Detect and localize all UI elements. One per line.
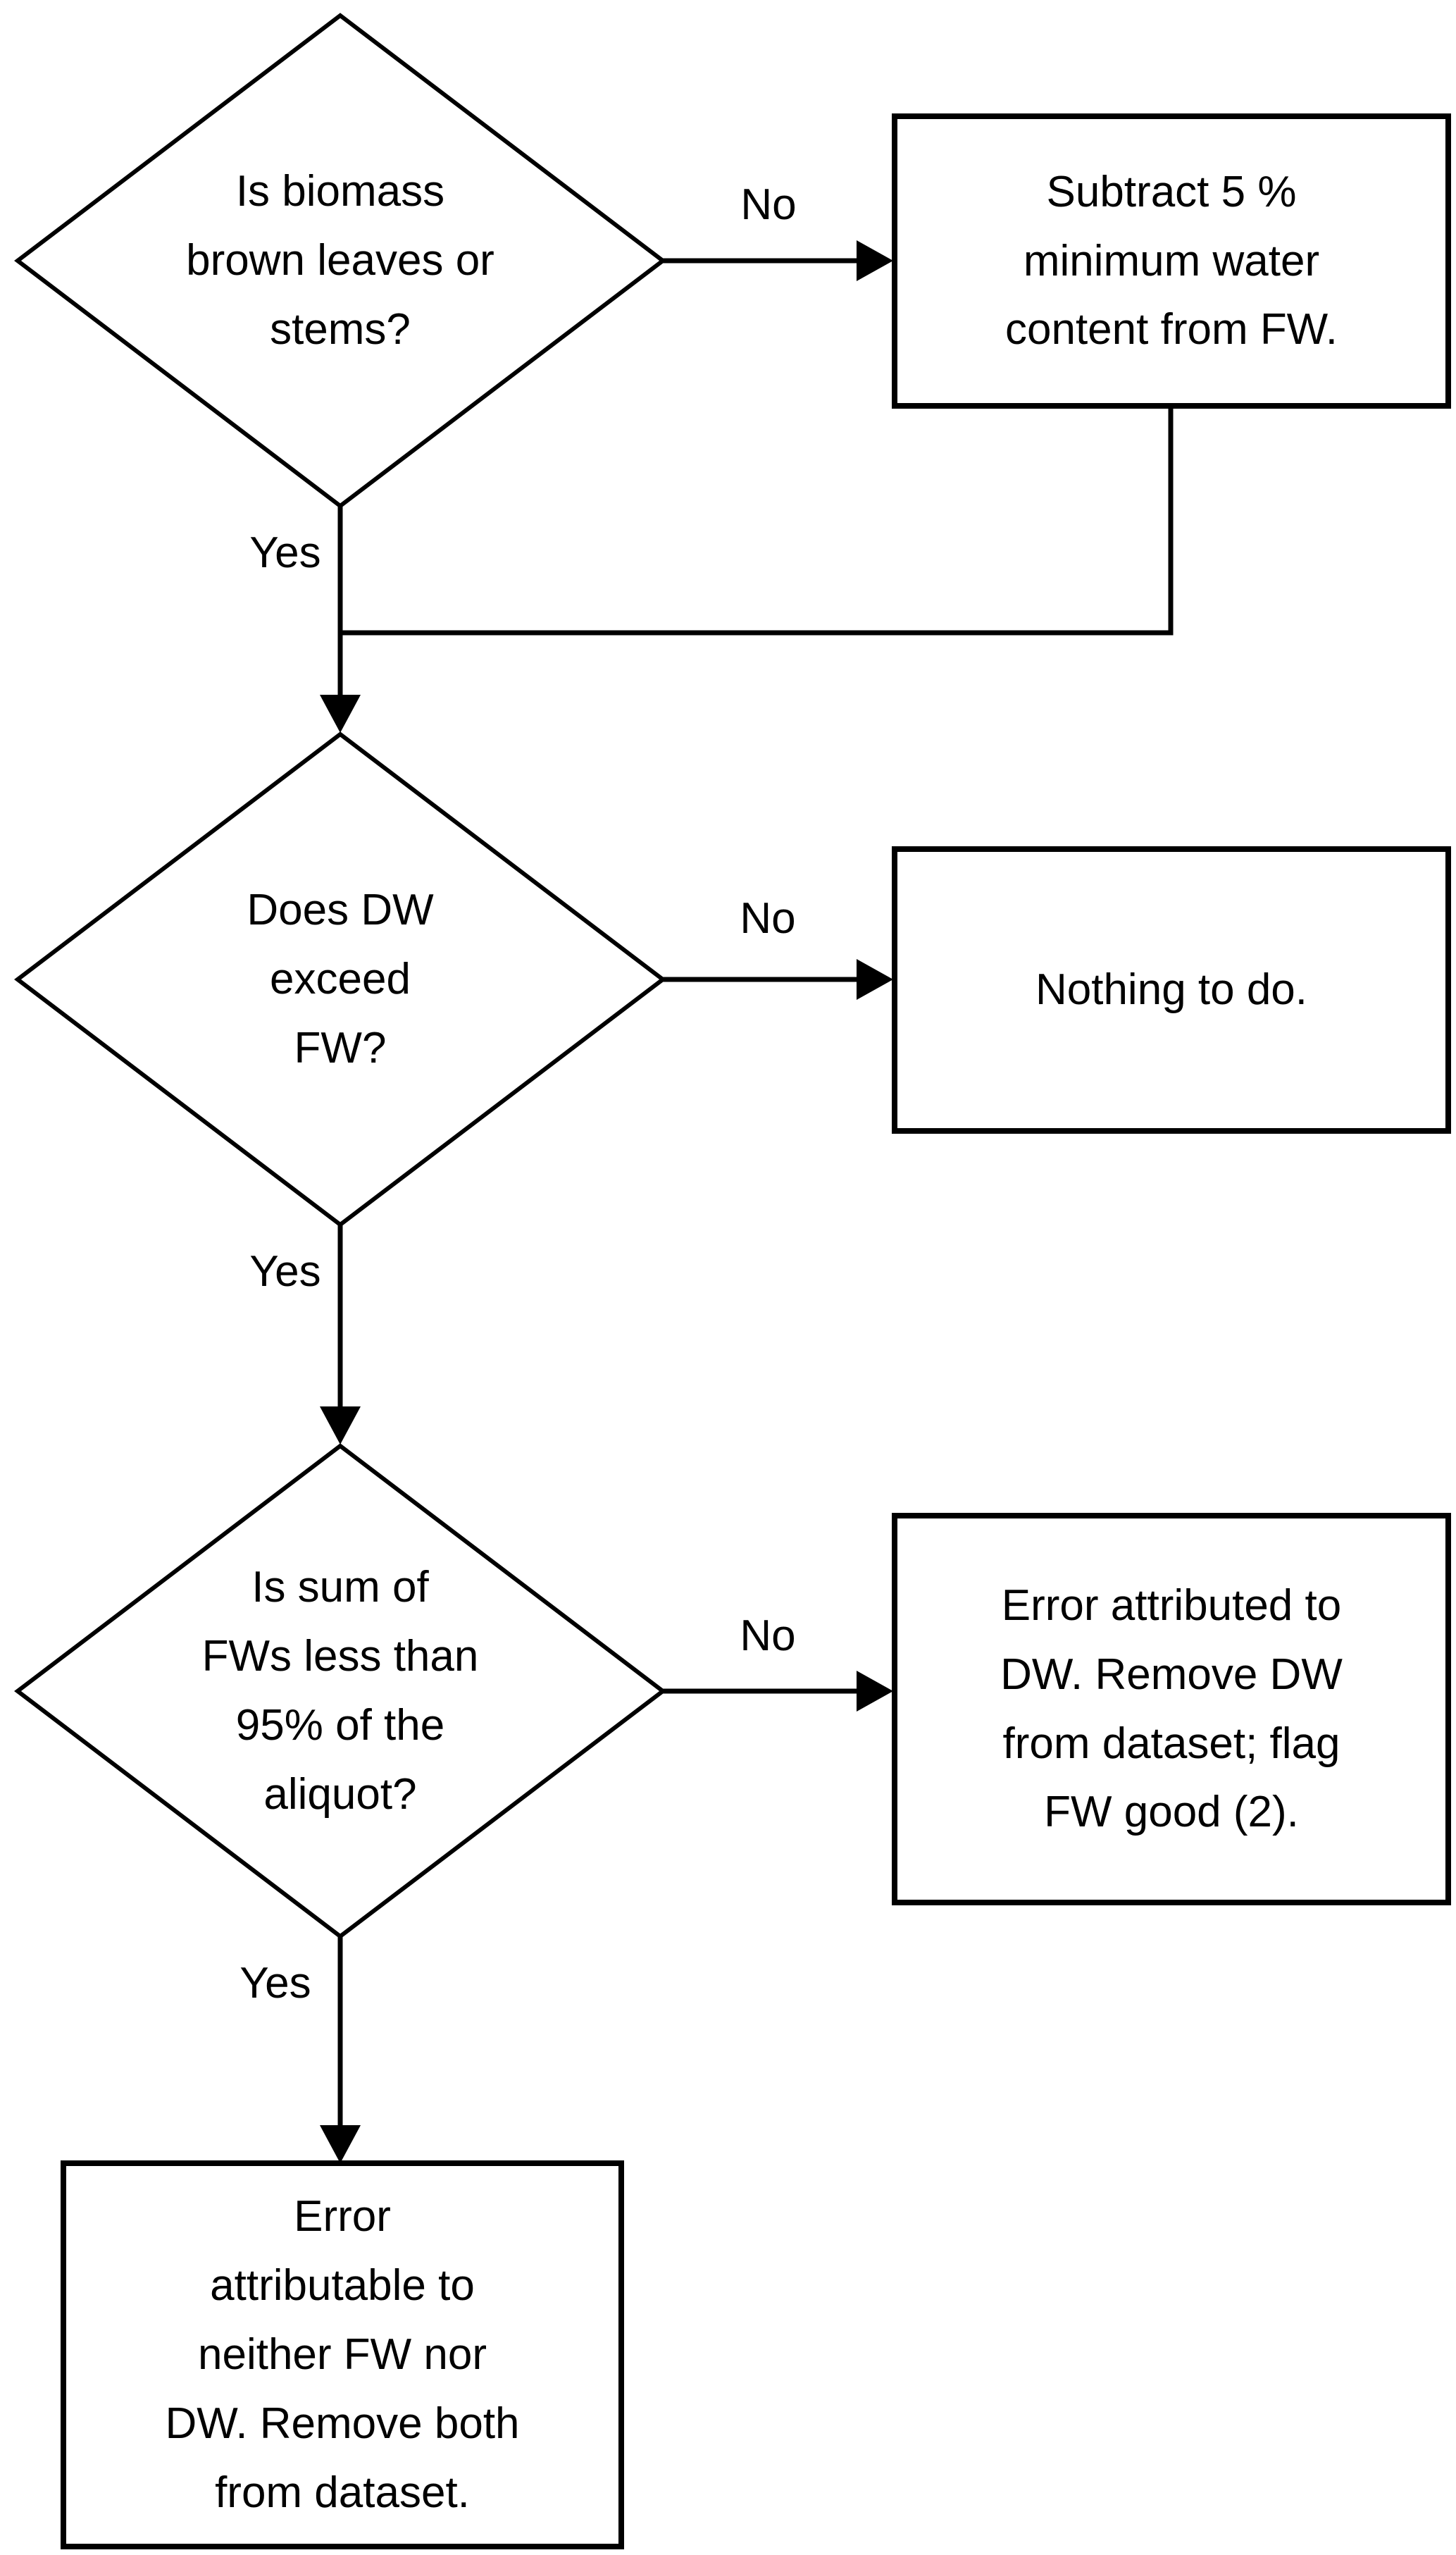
process-nothing-shape [892, 846, 1451, 1134]
decision-biomass-shape [14, 13, 666, 509]
decision-sum-fw-shape [14, 1443, 666, 1939]
arrowhead-into-error-neither [320, 2125, 361, 2163]
edge-sum-no-line [663, 1671, 893, 1712]
edge-sum-yes-line [320, 1934, 361, 2163]
edge-dw-yes-line [320, 1222, 361, 1444]
edge-biomass-no-line [663, 240, 893, 281]
arrowhead-sum-no [857, 1671, 893, 1712]
arrowhead-dw-no [857, 959, 893, 1000]
edge-dw-no-line [663, 959, 893, 1000]
process-error-neither-shape [61, 2160, 624, 2549]
arrowhead-into-dw-decision [320, 695, 361, 733]
edge-biomass-yes-line [320, 503, 361, 733]
process-subtract-shape [892, 113, 1451, 409]
arrowhead-into-sum-decision [320, 1406, 361, 1444]
process-error-dw-shape [892, 1513, 1451, 1905]
arrowhead-biomass-no [857, 240, 893, 281]
decision-dw-exceed-shape [14, 731, 666, 1227]
edge-subtract-return-line [340, 406, 1174, 636]
